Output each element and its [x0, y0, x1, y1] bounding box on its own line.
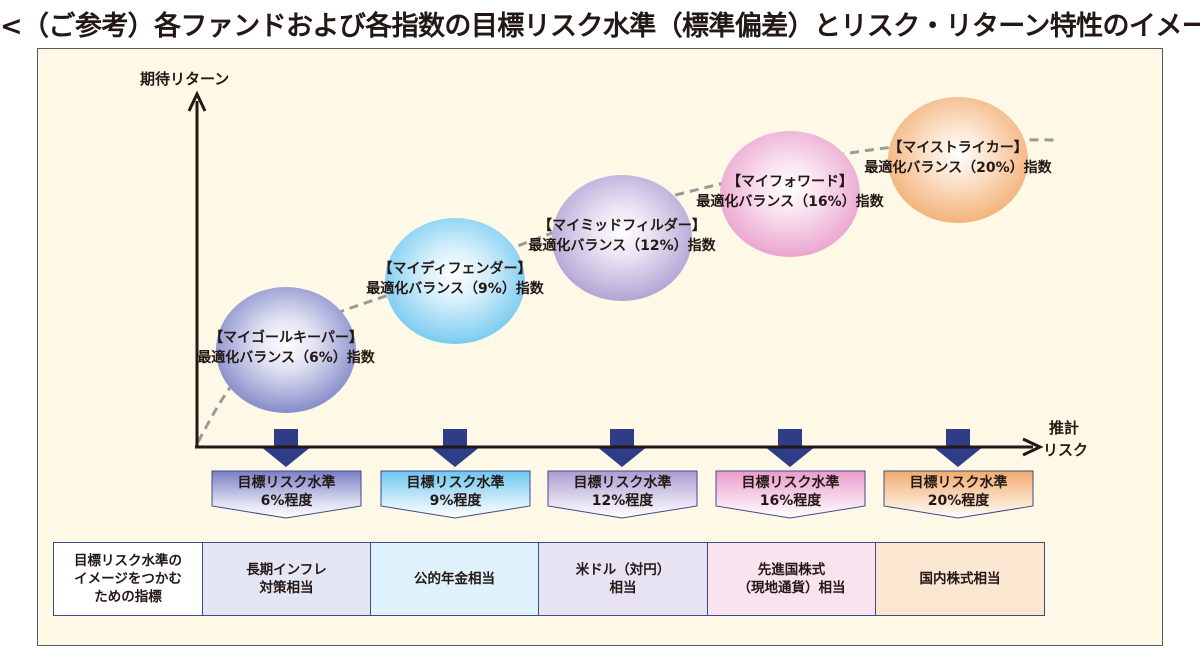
y-axis-label: 期待リターン — [140, 70, 230, 88]
fund-bubble — [385, 218, 525, 344]
risk-return-diagram — [187, 90, 1059, 467]
fund-label: 【マイディフェンダー】最適化バランス（9%）指数 — [366, 259, 544, 299]
fund-label: 【マイストライカー】最適化バランス（20%）指数 — [864, 138, 1051, 178]
risk-level-label: 目標リスク水準 — [573, 475, 672, 491]
fund-label: 【マイフォワード】最適化バランス（16%）指数 — [696, 172, 883, 212]
fund-index-name: 最適化バランス（16%）指数 — [696, 194, 884, 210]
page-title: <（ご参考）各ファンドおよび各指数の目標リスク水準（標準偏差）とリスク・リターン… — [0, 11, 1200, 42]
risk-level-value: 6%程度 — [260, 493, 313, 509]
risk-level-box: 目標リスク水準 6%程度 — [211, 470, 362, 519]
risk-level-value: 16%程度 — [759, 493, 822, 509]
fund-name: 【マイディフェンダー】 — [378, 261, 532, 277]
fund-label: 【マイゴールキーパー】最適化バランス（6%）指数 — [197, 328, 375, 368]
fund-index-name: 最適化バランス（9%）指数 — [366, 281, 544, 297]
fund-bubble — [552, 175, 692, 301]
risk-level-label: 目標リスク水準 — [237, 475, 336, 491]
fund-bubble — [888, 97, 1028, 223]
fund-name: 【マイゴールキーパー】 — [209, 330, 363, 346]
risk-level-value: 20%程度 — [927, 493, 990, 509]
fund-label: 【マイミッドフィルダー】最適化バランス（12%）指数 — [528, 216, 715, 256]
risk-level-box: 目標リスク水準 9%程度 — [380, 470, 531, 519]
indicator-cell: 長期インフレ 対策相当 — [202, 543, 370, 615]
risk-level-value: 12%程度 — [591, 493, 654, 509]
indicator-row-header: 目標リスク水準の イメージをつかむ ための指標 — [54, 543, 202, 615]
fund-index-name: 最適化バランス（12%）指数 — [528, 238, 716, 254]
indicator-cell: 先進国株式 （現地通貨）相当 — [707, 543, 875, 615]
chart-panel: 期待リターン 推計 リスク 【マイゴールキーパー】最適化バランス（6%）指数【マ… — [37, 48, 1163, 646]
fund-name: 【マイフォワード】 — [726, 174, 853, 190]
fund-bubble — [216, 287, 356, 413]
fund-name: 【マイストライカー】 — [888, 140, 1028, 156]
indicator-cell: 公的年金相当 — [370, 543, 538, 615]
indicator-cell: 米ドル（対円） 相当 — [538, 543, 707, 615]
risk-level-label: 目標リスク水準 — [741, 475, 840, 491]
x-axis-arrowhead — [1022, 437, 1044, 457]
risk-level-box: 目標リスク水準 20%程度 — [883, 470, 1034, 519]
risk-level-box: 目標リスク水準 16%程度 — [715, 470, 866, 519]
fund-bubble — [720, 131, 860, 257]
indicator-table: 目標リスク水準の イメージをつかむ ための指標 長期インフレ 対策相当公的年金相… — [53, 542, 1045, 616]
fund-index-name: 最適化バランス（6%）指数 — [197, 350, 375, 366]
x-axis-label-risk: リスク — [1043, 441, 1089, 459]
risk-level-value: 9%程度 — [429, 493, 482, 509]
risk-level-label: 目標リスク水準 — [909, 475, 1008, 491]
fund-name: 【マイミッドフィルダー】 — [538, 218, 706, 234]
y-axis-arrowhead — [187, 90, 207, 112]
indicator-cell: 国内株式相当 — [875, 543, 1044, 615]
risk-level-label: 目標リスク水準 — [406, 475, 505, 491]
fund-index-name: 最適化バランス（20%）指数 — [864, 160, 1052, 176]
risk-level-box: 目標リスク水準 12%程度 — [547, 470, 698, 519]
x-axis-label-estimate: 推計 — [1049, 419, 1080, 437]
